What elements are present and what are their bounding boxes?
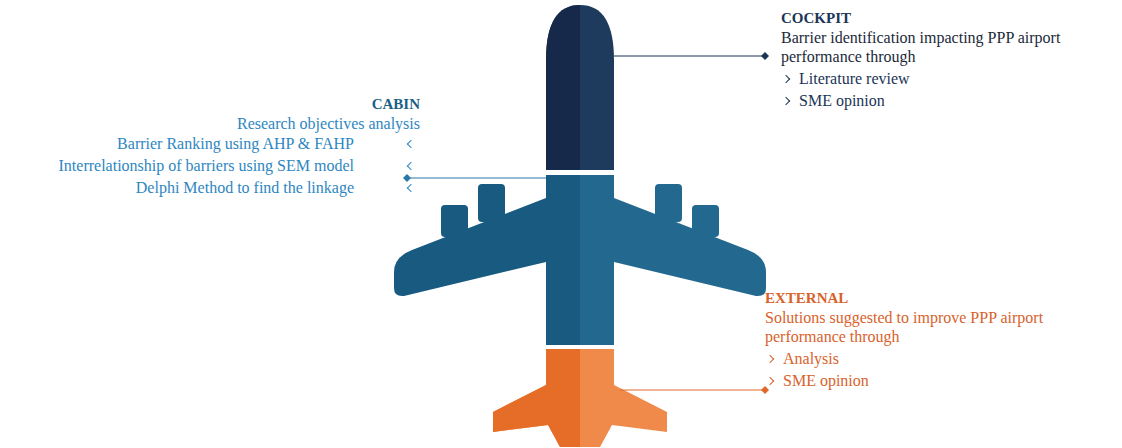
cabin-callout: CABINResearch objectives analysisBarrier… [59,94,421,199]
callout-text: Research objectives analysis [59,114,421,133]
engine [655,184,682,222]
callout-text: Solutions suggested to improve PPP airpo… [765,308,1105,346]
fuselage [546,175,614,345]
cockpit-callout: COCKPITBarrier identification impacting … [781,8,1113,112]
cockpit-shade [546,5,580,170]
bullet-item: Analysis [765,348,1105,370]
leader-diamond [761,386,769,394]
bullet-item: Delphi Method to find the linkage [59,177,421,199]
tail-shade [493,349,580,447]
fuselage-shade [546,175,580,345]
external-callout: EXTERNALSolutions suggested to improve P… [765,288,1105,392]
bullet-item: SME opinion [781,90,1113,112]
engine [478,184,505,222]
tail-shape [493,349,667,447]
leader-line [410,178,546,179]
right-wing [614,198,766,296]
left-wing [394,198,546,296]
cabin-shade [394,175,580,345]
engine [692,205,719,237]
cockpit-shape [546,5,614,170]
callout-heading: COCKPIT [781,8,1113,28]
callout-heading: CABIN [59,94,421,114]
leader-diamond [403,174,411,182]
callout-heading: EXTERNAL [765,288,1105,308]
leader-line [620,390,762,391]
bullet-item: Barrier Ranking using AHP & FAHP [59,133,421,155]
bullet-item: Interrelationship of barriers using SEM … [59,155,421,177]
engine [441,205,468,237]
bullet-item: Literature review [781,68,1113,90]
leader-line [614,56,762,57]
bullet-item: SME opinion [765,370,1105,392]
callout-text: Barrier identification impacting PPP air… [781,28,1113,66]
cabin-shape [546,175,766,345]
leader-diamond [761,52,769,60]
